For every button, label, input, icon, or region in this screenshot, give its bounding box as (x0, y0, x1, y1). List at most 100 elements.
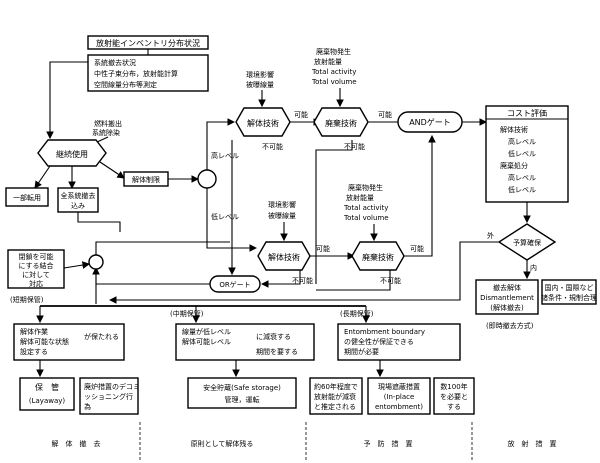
decomm-line-3: 為 (84, 402, 91, 411)
reuse-label: 一部転用 (13, 193, 41, 202)
env-upper-line-2: 被曝線量 (246, 80, 274, 89)
and-gate (397, 111, 463, 133)
layaway-line-1: 保 管 (35, 382, 59, 392)
layaway-box (19, 377, 75, 411)
waste-upper-line-3: Total activity (311, 68, 356, 76)
other-line-2: 諸条件・規制合理 (541, 293, 597, 302)
mid-cond-line-3: に減衰する (256, 332, 291, 341)
inventory-label: 放射能インベントリ分布状況 (96, 38, 200, 48)
dismantle-tech-upper-label: 解体技術 (247, 118, 279, 128)
long-cond-box (337, 323, 461, 361)
mid-cond-line-4: 期間を要する (256, 348, 298, 356)
and-gate-label: ANDゲート (409, 117, 451, 127)
dismantle-tech-lower-label: 解体技術 (268, 252, 300, 262)
waste-lower-line-3: Total activity (343, 204, 388, 212)
env-upper-line-1: 環境影響 (246, 70, 274, 79)
entomb-note-box (309, 377, 363, 415)
mid-cond-line-1: 線量が低レベル (182, 327, 231, 336)
dismantle-tech-upper (235, 107, 291, 137)
entombment-box (367, 377, 431, 415)
waste-upper-line-1: 廃棄物発生 (316, 47, 351, 56)
or-gate-label: ORゲート (219, 280, 250, 289)
layaway-line-2: (Layaway) (29, 397, 66, 405)
waste-lower-line-2: 放射能量 (346, 193, 374, 202)
cost-line-3: 低レベル (508, 149, 536, 158)
cost-box (485, 105, 569, 203)
survey-line-2: 中性子束分布，放射能計算 (94, 69, 178, 78)
cost-line-4: 廃棄処分 (500, 161, 528, 170)
dismantle-tech-lower (257, 241, 311, 271)
label-out: 外 (487, 231, 494, 240)
label-long: (長期保管) (340, 309, 374, 318)
waste-upper-line-2: 放射能量 (314, 57, 342, 66)
cost-line-5: 高レベル (508, 173, 536, 182)
prep-line-1: 燃料搬出 (94, 119, 122, 128)
decision-label: 継続使用 (56, 149, 88, 159)
restriction-label: 解体制限 (132, 175, 160, 184)
safe-storage-box (187, 377, 297, 409)
label-immediate: (短期保管) (10, 295, 44, 304)
env-lower-line-2: 被曝線量 (268, 211, 296, 220)
waste-tech-lower-label: 廃棄技術 (362, 252, 394, 262)
long-cond-line-1: Entombment boundary (344, 328, 425, 336)
imm-cond-line-1: 解体作業 (20, 327, 48, 336)
or-gate (209, 275, 261, 293)
ent1-line-3: と推定される (314, 402, 356, 411)
waste-tech-lower (351, 241, 405, 271)
secure-line-4: 対応 (29, 279, 43, 288)
other-line-1: 国内・国際など (545, 283, 594, 292)
ent3-line-3: する (447, 403, 461, 411)
budget-label: 予算確保 (513, 238, 541, 247)
ent2-line-2: (In-place (384, 393, 415, 401)
reuse-box (5, 187, 49, 207)
decomm-line-1: 廃炉措置のデコミ (84, 382, 140, 391)
ent3-line-1: 数100年 (440, 382, 467, 391)
survey-line-1: 系統撤去状況 (94, 58, 136, 67)
imm-cond-line-3: が保たれる (84, 332, 119, 341)
category-3: 予 防 措 置 (364, 439, 413, 448)
secure-line-3: に対して (22, 270, 50, 279)
label-high: 高レベル (211, 151, 239, 160)
label-in: 内 (530, 263, 537, 272)
label-mid: (中期保管) (170, 309, 204, 318)
label-ok-3: 可能 (316, 244, 330, 253)
secure-line-1: 閉鎖を可能 (19, 252, 54, 261)
cost-line-2: 高レベル (508, 137, 536, 146)
waste-upper-line-4: Total volume (311, 78, 357, 86)
long-cond-line-3: 期間が必要 (344, 347, 379, 356)
long-cond-line-2: の健全性が保証できる (344, 337, 414, 346)
cost-line-6: 低レベル (508, 185, 536, 194)
sealed-line-2: Dismantlement (480, 294, 534, 302)
secure-line-2: にする結合 (18, 261, 53, 270)
cost-title: コスト評価 (507, 108, 547, 118)
other-box (541, 279, 597, 305)
ent1-line-1: 約60年程度で (314, 382, 358, 391)
label-low: 低レベル (211, 212, 239, 221)
category-2: 原則として解体残る (191, 439, 254, 448)
label-ok-1: 可能 (294, 110, 308, 119)
centuries-box (433, 377, 475, 415)
imm-cond-line-2: 解体可能な状態 (20, 337, 69, 346)
safe-line-2: 管理，運転 (225, 395, 260, 404)
label-ng-3: 不可能 (292, 276, 313, 285)
merge-circle (88, 254, 104, 270)
waste-lower-line-1: 廃棄物発生 (348, 183, 383, 192)
category-4: 放 射 措 置 (508, 439, 557, 448)
junction-circle (197, 169, 217, 189)
label-ok-2: 可能 (378, 110, 392, 119)
category-1: 解 体 撤 去 (52, 439, 101, 448)
dismantle-line-1: 全系統撤去 (61, 191, 96, 200)
secure-box (7, 249, 65, 289)
decomm-line-2: ッショニング行 (84, 392, 133, 401)
prep-line-2: 系統除染 (92, 128, 120, 137)
safe-line-1: 安全貯蔵(Safe storage) (203, 383, 281, 392)
sealed-box (475, 279, 539, 315)
cost-line-1: 解体技術 (500, 125, 528, 134)
label-ng-2: 不可能 (344, 142, 365, 151)
immediate-cond-box (13, 323, 125, 361)
waste-tech-upper-label: 廃棄技術 (325, 118, 357, 128)
decomm-box (79, 377, 139, 415)
survey-line-3: 空間線量分布等測定 (94, 80, 157, 89)
mid-cond-box (175, 323, 315, 361)
